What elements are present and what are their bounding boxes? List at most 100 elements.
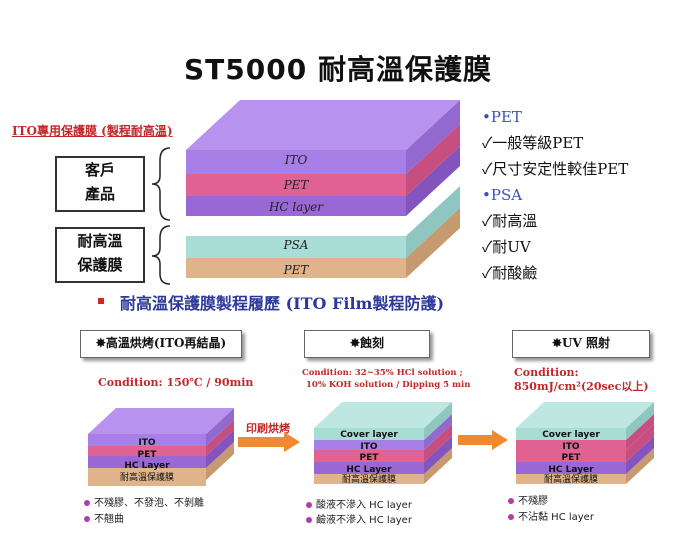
bake-note-1: 不殘膠、不發泡、不剝離 — [84, 494, 204, 509]
bake-film-side — [206, 442, 234, 480]
step-bake-label: ✸高溫烘烤(ITO再結晶) — [80, 330, 242, 358]
pet-top-side — [406, 124, 460, 196]
pet-bottom-layer — [186, 258, 406, 278]
etch-note-2: 鹼液不滲入 HC layer — [306, 511, 412, 526]
etch-hc-layer — [314, 462, 424, 474]
hc-layer — [186, 196, 406, 216]
step-uv-label: ✸UV 照射 — [512, 330, 650, 358]
uv-note-2: 不沾黏 HC layer — [508, 508, 594, 523]
etch-ito-text: ITO — [360, 442, 378, 452]
ito-film-label: ITO專用保護膜 (製程耐高溫) — [12, 124, 173, 138]
protective-film-box: 耐高溫 保護膜 — [55, 227, 145, 283]
uv-cover-top — [516, 402, 654, 428]
bake-stack — [88, 408, 234, 486]
uv-hc-side — [626, 436, 654, 474]
etch-cover-top — [314, 402, 452, 428]
bake-hc-layer — [88, 456, 206, 468]
protective-film-line1: 耐高溫 — [77, 232, 123, 250]
ito-side — [406, 100, 460, 174]
uv-film-text: 耐高溫保護膜 — [543, 475, 598, 485]
pet-top-layer — [186, 174, 406, 196]
uv-ito-text: ITO — [562, 442, 580, 452]
customer-brace — [151, 147, 171, 221]
step-uv-condition-2: 850mJ/cm²(20sec以上) — [514, 380, 649, 393]
etch-ito-side — [424, 414, 452, 450]
bake-pet-text: PET — [137, 450, 157, 460]
main-pet-label: PET — [283, 178, 309, 192]
property-item: •PSA — [482, 186, 523, 204]
step-uv-condition-1: Condition: — [514, 366, 579, 379]
psa-side — [406, 186, 460, 258]
bullet-icon — [306, 502, 312, 508]
etch-film-side — [424, 448, 452, 484]
etch-note-1: 酸液不滲入 HC layer — [306, 496, 412, 511]
customer-product-line2: 產品 — [84, 185, 115, 203]
bullet-icon — [306, 517, 312, 523]
arrow-1-icon — [238, 432, 300, 452]
step-etch-condition-2: 10% KOH solution / Dipping 5 min — [306, 380, 471, 390]
uv-pet-text: PET — [561, 453, 581, 463]
bake-ito-layer — [88, 434, 206, 446]
arrow-1-shape — [238, 432, 300, 452]
bake-pet-side — [206, 420, 234, 456]
property-item: ✓尺寸安定性較佳PET — [482, 160, 629, 178]
uv-film-layer — [516, 474, 626, 484]
main-psa-label: PSA — [283, 238, 309, 252]
bake-note-1-text: 不殘膠、不發泡、不剝離 — [94, 498, 204, 509]
arrow-2-shape — [458, 430, 508, 450]
etch-cover-side — [424, 402, 452, 440]
etch-hc-text: HC Layer — [346, 465, 392, 475]
etch-cover-layer — [314, 428, 424, 440]
uv-pet-side — [626, 424, 654, 462]
uv-film-side — [626, 448, 654, 484]
bake-pet-layer — [88, 446, 206, 456]
etch-note-2-text: 鹼液不滲入 HC layer — [316, 515, 412, 526]
etch-note-1-text: 酸液不滲入 HC layer — [316, 500, 412, 511]
step-etch-label: ✸蝕刻 — [304, 330, 430, 358]
bullet-icon — [84, 500, 90, 506]
property-item: ✓耐酸鹼 — [482, 264, 538, 282]
property-item: ✓耐UV — [482, 238, 531, 256]
bake-ito-text: ITO — [138, 438, 156, 448]
main-ito-label: ITO — [284, 153, 308, 167]
bullet-icon — [508, 514, 514, 520]
bake-film-layer — [88, 468, 206, 480]
bake-film-text: 耐高溫保護膜 — [119, 473, 174, 483]
section-bullet-icon — [98, 298, 104, 304]
step-etch-condition-1: Condition: 32~35% HCl solution ; — [302, 368, 463, 378]
etch-stack — [314, 402, 452, 484]
etch-film-layer — [314, 474, 424, 484]
uv-stack — [516, 402, 654, 484]
property-item: •PET — [482, 108, 522, 126]
ito-layer — [186, 150, 406, 174]
uv-ito-side — [626, 414, 654, 450]
uv-hc-text: HC Layer — [548, 465, 594, 475]
page-title: ST5000 耐高溫保護膜 — [184, 53, 492, 86]
bake-hc-text: HC Layer — [124, 461, 170, 471]
psa-layer — [186, 236, 406, 258]
hc-side — [406, 146, 460, 216]
property-item: ✓耐高溫 — [482, 212, 538, 230]
etch-cover-text: Cover layer — [340, 430, 398, 440]
property-item: ✓一般等級PET — [482, 134, 584, 152]
customer-product-box: 客戶 產品 — [55, 156, 145, 212]
etch-pet-layer — [314, 450, 424, 462]
uv-note-1: 不殘膠 — [508, 492, 548, 507]
uv-cover-layer — [516, 428, 626, 440]
property-list: •PET ✓一般等級PET ✓尺寸安定性較佳PET •PSA ✓耐高溫 ✓耐UV ✓耐酸鹼 — [482, 104, 628, 286]
grouping-braces — [151, 147, 171, 285]
etch-pet-side — [424, 424, 452, 462]
process-section-title: 耐高溫保護膜製程履歷 (ITO Film製程防護) — [120, 294, 445, 313]
film-brace — [151, 225, 171, 285]
step-bake-condition: Condition: 150℃ / 90min — [98, 376, 254, 389]
etch-pet-text: PET — [359, 453, 379, 463]
uv-note-1-text: 不殘膠 — [518, 496, 548, 507]
bake-ito-top — [88, 408, 234, 434]
main-hc-label: HC layer — [268, 200, 324, 214]
uv-hc-layer — [516, 462, 626, 474]
protective-film-line2: 保護膜 — [77, 256, 123, 274]
uv-pet-layer — [516, 450, 626, 462]
arrow-2-icon — [458, 430, 508, 450]
pet-bottom-side — [406, 208, 460, 278]
bullet-icon — [508, 498, 514, 504]
